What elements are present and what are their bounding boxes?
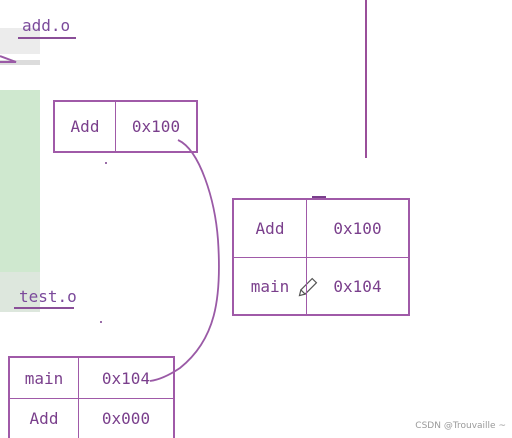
arrow-fragment-stroke bbox=[0, 55, 17, 63]
symbol-table-add: Add 0x100 bbox=[53, 100, 198, 153]
symbol-addr-cell: 0x100 bbox=[115, 102, 196, 151]
symbol-addr-cell: 0x000 bbox=[78, 398, 173, 438]
symbol-name-cell: Add bbox=[10, 398, 78, 438]
symbol-addr-cell: 0x100 bbox=[306, 200, 408, 257]
connector-stroke bbox=[149, 139, 220, 382]
label-add-o-underline bbox=[18, 37, 76, 39]
label-test-o-underline bbox=[14, 307, 74, 309]
symbol-table-test: main 0x104 Add 0x000 bbox=[8, 356, 175, 438]
window-fragment-top bbox=[0, 28, 40, 54]
symbol-name-cell: Add bbox=[70, 117, 100, 136]
label-add-o: add.o bbox=[22, 16, 71, 35]
symbol-table-merged: Add 0x100 main 0x104 bbox=[232, 198, 410, 316]
label-test-o: test.o bbox=[19, 287, 77, 306]
symbol-name-cell: Add bbox=[255, 219, 285, 238]
stray-dot bbox=[105, 162, 107, 164]
window-fragment-bottom bbox=[0, 272, 40, 312]
watermark: CSDN @Trouvaille ~ bbox=[415, 421, 506, 431]
symbol-name-cell: main bbox=[234, 257, 306, 314]
symbol-name-cell: main bbox=[24, 368, 64, 388]
window-fragment-divider bbox=[0, 60, 40, 65]
symbol-addr-cell: 0x104 bbox=[78, 358, 173, 398]
stray-dot bbox=[100, 321, 102, 323]
symbol-addr-cell: 0x104 bbox=[306, 257, 408, 314]
